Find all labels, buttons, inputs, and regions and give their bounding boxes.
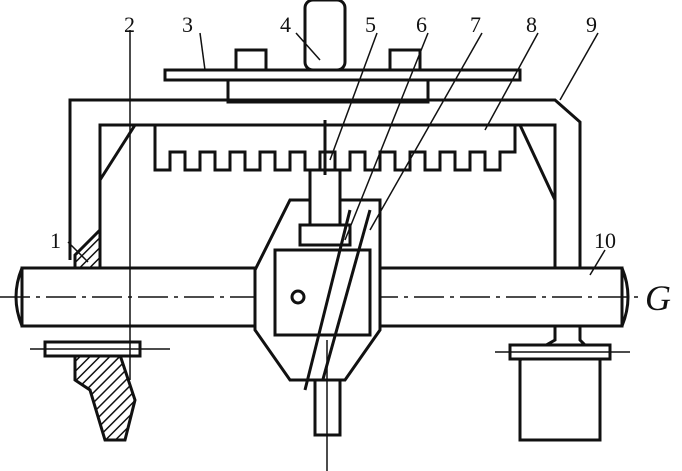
rack (153, 125, 517, 172)
carriage (253, 120, 382, 471)
label-7: 7 (470, 12, 481, 37)
label-3: 3 (182, 12, 193, 37)
right-bolt (495, 343, 630, 361)
label-8: 8 (526, 12, 537, 37)
label-6: 6 (416, 12, 427, 37)
leader-lines (67, 32, 606, 276)
label-2: 2 (124, 12, 135, 37)
top-plate (163, 0, 522, 104)
label-10: 10 (594, 228, 616, 253)
frame (68, 98, 602, 442)
label-4: 4 (280, 12, 291, 37)
label-1: 1 (50, 228, 61, 253)
label-9: 9 (586, 12, 597, 37)
axis-label-g: G (645, 278, 671, 318)
label-5: 5 (365, 12, 376, 37)
left-collar (30, 30, 170, 442)
